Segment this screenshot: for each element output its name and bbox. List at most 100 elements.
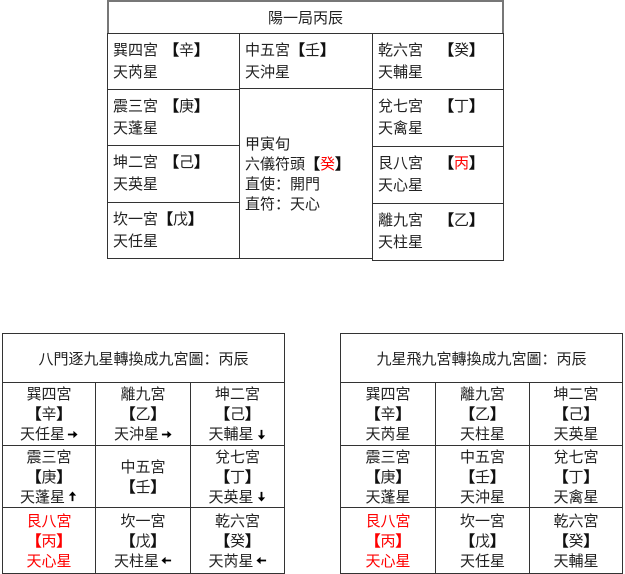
zhi-fu-line: 直符：天心 xyxy=(245,194,321,213)
bracket-open: 【 xyxy=(553,467,569,486)
star: 天英星 xyxy=(113,175,159,193)
star: 天英星 xyxy=(553,425,599,443)
bracket-open: 【 xyxy=(120,477,136,496)
bracket-open: 【 xyxy=(459,531,475,550)
bracket-open: 【 xyxy=(439,41,455,59)
bracket-close: 】 xyxy=(245,531,261,550)
star: 天任星 xyxy=(113,232,159,250)
palace-cell-qian6: 乾六宮【癸】 天輔星 xyxy=(372,33,504,90)
stem: 庚 xyxy=(41,467,57,486)
palace-name: 巽四宮 xyxy=(26,385,72,403)
zhi-shi-line: 直使：開門 xyxy=(245,174,321,193)
star: 天芮星 xyxy=(208,551,254,570)
bracket-close: 】 xyxy=(583,531,599,550)
bracket-close: 】 xyxy=(245,405,261,423)
grid-cell-xun4: 巽四宮 【辛】 天芮星 xyxy=(340,382,436,446)
stem: 壬 xyxy=(305,41,321,59)
grid-cell-li9: 離九宮 【乙】 天沖星 xyxy=(95,382,191,446)
bracket-open: 【 xyxy=(290,41,306,59)
grid-cell-xun4: 巽四宮 【辛】 天任星 xyxy=(2,382,96,446)
star: 天沖星 xyxy=(245,63,291,81)
grid-cell-kun2: 坤二宮 【己】 天英星 xyxy=(529,382,623,446)
bracket-close: 】 xyxy=(583,467,599,486)
arrow-right-icon xyxy=(161,429,172,440)
bracket-close: 】 xyxy=(194,97,210,115)
palace-name: 艮八宮 xyxy=(26,511,72,530)
star: 天任星 xyxy=(459,551,505,570)
bracket-open: 【 xyxy=(553,405,569,423)
star: 天輔星 xyxy=(553,551,599,570)
stem: 丁 xyxy=(568,467,584,486)
star: 天柱星 xyxy=(113,551,159,570)
palace-name: 兌七宮 xyxy=(553,447,599,466)
grid-cell-gen8-highlighted: 艮八宮 【丙】 天心星 xyxy=(2,507,96,574)
bracket-close: 】 xyxy=(188,210,204,228)
bracket-close: 】 xyxy=(583,405,599,423)
stem: 丁 xyxy=(229,467,245,486)
palace-cell-dui7: 兌七宮【丁】 天禽星 xyxy=(372,89,504,147)
bracket-close: 】 xyxy=(490,467,506,486)
xun-label: 甲寅旬 xyxy=(245,134,291,153)
star: 天禽星 xyxy=(378,119,424,137)
star: 天蓬星 xyxy=(19,487,65,506)
arrow-left-icon xyxy=(255,555,267,566)
bracket-close: 】 xyxy=(150,477,166,496)
stem: 辛 xyxy=(380,405,396,423)
stem: 丙 xyxy=(41,531,57,550)
bracket-open: 【 xyxy=(365,531,381,550)
arrow-left-icon xyxy=(161,555,172,566)
bracket-open: 【 xyxy=(439,211,455,229)
bracket-close: 】 xyxy=(395,405,411,423)
stem: 庚 xyxy=(179,97,195,115)
bracket-open: 【 xyxy=(459,405,475,423)
stem: 己 xyxy=(179,153,195,171)
bracket-close: 】 xyxy=(245,467,261,486)
star: 天輔星 xyxy=(208,425,254,443)
palace-name: 艮八宮 xyxy=(365,511,411,530)
grid-cell-kun2: 坤二宮 【己】 天輔星 xyxy=(190,382,285,446)
center-info-cell: 甲寅旬 六儀符頭【癸】 直使：開門 直符：天心 xyxy=(239,88,373,259)
star: 天柱星 xyxy=(459,425,505,443)
palace-name: 乾六宮 xyxy=(553,511,599,530)
palace-name: 震三宮 xyxy=(26,447,72,466)
fu-tou-label: 六儀符頭 xyxy=(245,154,306,173)
bracket-close: 】 xyxy=(335,154,351,173)
bracket-open: 【 xyxy=(305,154,321,173)
star: 天輔星 xyxy=(378,63,424,81)
grid-cell-qian6: 乾六宮 【癸】 天輔星 xyxy=(529,507,623,574)
top-table-title: 陽一局丙辰 xyxy=(107,0,504,35)
palace-name: 坤二宮 xyxy=(113,153,159,171)
bottom-right-title-text: 九星飛九宮轉換成九宮圖：丙辰 xyxy=(376,349,587,368)
bracket-open: 【 xyxy=(459,467,475,486)
palace-name: 巽四宮 xyxy=(365,385,411,403)
bracket-close: 】 xyxy=(395,467,411,486)
stem: 庚 xyxy=(380,467,396,486)
bracket-open: 【 xyxy=(164,41,180,59)
palace-cell-li9: 離九宮【乙】 天柱星 xyxy=(372,203,504,261)
stem: 壬 xyxy=(474,467,490,486)
bracket-close: 】 xyxy=(469,154,485,172)
bracket-open: 【 xyxy=(26,531,42,550)
bracket-close: 】 xyxy=(56,531,72,550)
bracket-open: 【 xyxy=(365,467,381,486)
bottom-left-title: 八門逐九星轉換成九宮圖：丙辰 xyxy=(2,333,285,383)
arrow-down-icon xyxy=(256,429,267,440)
palace-name: 坎一宮 xyxy=(113,210,159,228)
palace-name: 離九宮 xyxy=(459,385,505,403)
fu-tou-line: 六儀符頭【癸】 xyxy=(245,154,350,174)
palace-name: 離九宮 xyxy=(120,385,166,403)
bracket-open: 【 xyxy=(439,97,455,115)
grid-cell-zhen3: 震三宮 【庚】 天蓬星 xyxy=(340,445,436,508)
star: 天沖星 xyxy=(113,425,159,443)
bracket-close: 】 xyxy=(56,405,72,423)
palace-name: 兌七宮 xyxy=(214,447,260,466)
stem: 癸 xyxy=(454,41,470,59)
bracket-close: 】 xyxy=(150,405,166,423)
bracket-close: 】 xyxy=(469,41,485,59)
palace-name: 中五宮 xyxy=(120,457,166,476)
grid-cell-gen8-highlighted: 艮八宮 【丙】 天心星 xyxy=(340,507,436,574)
bracket-open: 【 xyxy=(214,467,230,486)
bracket-close: 】 xyxy=(395,531,411,550)
palace-name: 坤二宮 xyxy=(214,385,260,403)
bracket-close: 】 xyxy=(320,41,336,59)
